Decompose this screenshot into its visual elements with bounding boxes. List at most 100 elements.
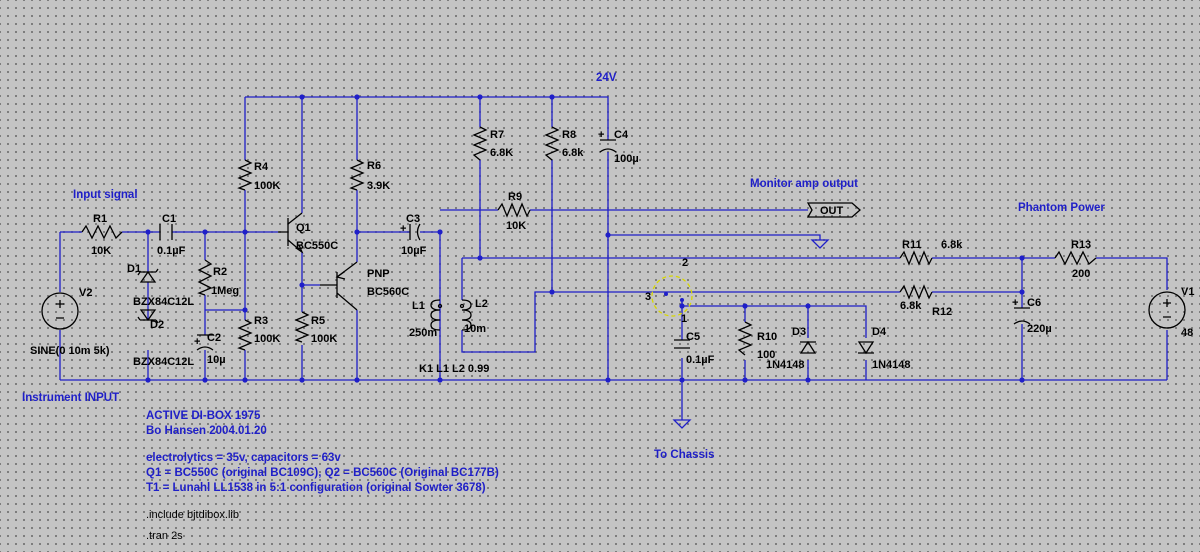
- xlr-pin2: 2: [682, 257, 688, 269]
- q1-ref: Q1: [296, 222, 311, 234]
- source-v2-symbol[interactable]: [41, 292, 79, 330]
- r9-ref: R9: [508, 191, 522, 203]
- directive-tran: .tran 2s: [146, 530, 183, 542]
- v2-value: SINE(0 10m 5k): [30, 345, 110, 357]
- r11-ref: R11: [902, 239, 922, 251]
- diode-d4-symbol[interactable]: [857, 341, 875, 355]
- transistor-q2-symbol[interactable]: [320, 261, 358, 311]
- supply-label: 24V: [596, 72, 617, 84]
- ground-symbol-monitor: [810, 239, 830, 249]
- r7-ref: R7: [490, 129, 504, 141]
- r1-ref: R1: [93, 213, 107, 225]
- xlr-pin3: 3: [645, 291, 651, 303]
- monitor-label: Monitor amp output: [750, 178, 858, 190]
- out-flag[interactable]: [806, 202, 861, 218]
- resistor-r10-symbol[interactable]: [737, 321, 753, 356]
- resistor-r3-symbol[interactable]: [237, 319, 253, 351]
- svg-text:+: +: [1012, 297, 1018, 309]
- input-signal-label: Input signal: [73, 189, 138, 201]
- resistor-r5-symbol[interactable]: [294, 311, 310, 343]
- capacitor-c4-symbol[interactable]: +: [598, 129, 617, 153]
- transistor-q1-symbol[interactable]: [278, 212, 304, 254]
- r3-value: 100K: [254, 333, 280, 345]
- inductor-l1-symbol[interactable]: [430, 299, 443, 331]
- capacitor-c5-symbol[interactable]: [674, 339, 690, 349]
- d4-value: 1N4148: [872, 359, 911, 371]
- r13-value: 200: [1072, 268, 1090, 280]
- note-transformer: T1 = Lunahl LL1538 in 5:1 configuration …: [146, 482, 486, 494]
- c4-value: 100µ: [614, 153, 639, 165]
- r4-value: 100K: [254, 180, 280, 192]
- d3-ref: D3: [792, 326, 806, 338]
- r6-value: 3.9K: [367, 180, 390, 192]
- source-v1-symbol[interactable]: [1148, 291, 1186, 329]
- resistor-r7-symbol[interactable]: [472, 126, 488, 161]
- c6-ref: C6: [1027, 297, 1041, 309]
- resistor-r4-symbol[interactable]: [237, 159, 253, 191]
- q1-value: BC550C: [296, 240, 338, 252]
- out-flag-label: OUT: [820, 205, 844, 217]
- q2-ref: PNP: [367, 268, 390, 280]
- coupling-directive: K1 L1 L2 0.99: [419, 363, 489, 375]
- zener-d2-symbol[interactable]: [137, 309, 159, 324]
- c6-value: 220µ: [1027, 323, 1052, 335]
- r1-value: 10K: [91, 245, 111, 257]
- junctions: [145, 94, 1025, 383]
- note-transistors: Q1 = BC550C (original BC109C), Q2 = BC56…: [146, 467, 499, 479]
- r8-ref: R8: [562, 129, 576, 141]
- instrument-input-label: Instrument INPUT: [22, 392, 119, 404]
- resistor-r11-symbol[interactable]: [899, 250, 933, 266]
- wires: [59, 96, 1168, 420]
- c3-value: 10µF: [401, 245, 427, 257]
- v2-ref: V2: [79, 287, 92, 299]
- capacitor-c2-symbol[interactable]: +: [194, 334, 214, 351]
- capacitor-c3-symbol[interactable]: +: [400, 223, 421, 241]
- chassis-label: To Chassis: [654, 449, 715, 461]
- l1-value: 250m: [409, 327, 437, 339]
- r5-value: 100K: [311, 333, 337, 345]
- c4-ref: C4: [614, 129, 629, 141]
- resistor-r2-symbol[interactable]: [197, 259, 213, 296]
- resistor-r12-symbol[interactable]: [899, 284, 933, 300]
- d3-value: 1N4148: [766, 359, 805, 371]
- d4-ref: D4: [872, 326, 887, 338]
- d1-ref: D1: [127, 263, 141, 275]
- resistor-r6-symbol[interactable]: [349, 159, 365, 191]
- resistor-r1-symbol[interactable]: [81, 224, 123, 240]
- capacitor-c1-symbol[interactable]: [159, 224, 173, 240]
- resistor-r9-symbol[interactable]: [497, 202, 531, 218]
- c2-value: 10µ: [207, 354, 226, 366]
- diode-d3-symbol[interactable]: [799, 340, 817, 354]
- c2-ref: C2: [207, 332, 221, 344]
- r2-value: 1Meg: [211, 285, 239, 297]
- d2-ref: D2: [150, 319, 164, 331]
- svg-text:+: +: [194, 336, 200, 348]
- c3-ref: C3: [406, 213, 420, 225]
- inductor-l2-symbol[interactable]: [459, 299, 472, 331]
- l2-value: 10m: [464, 323, 486, 335]
- zener-d1-symbol[interactable]: [137, 268, 159, 283]
- r8-value: 6.8k: [562, 147, 584, 159]
- xlr-connector-symbol[interactable]: [651, 275, 693, 317]
- d2-value: BZX84C12L: [133, 356, 194, 368]
- resistor-r8-symbol[interactable]: [544, 126, 560, 161]
- chassis-ground-symbol: [672, 419, 692, 429]
- l1-ref: L1: [412, 300, 425, 312]
- r12-value: 6.8k: [900, 300, 922, 312]
- c5-value: 0.1µF: [686, 354, 715, 366]
- phantom-label: Phantom Power: [1018, 202, 1105, 214]
- resistor-r13-symbol[interactable]: [1054, 250, 1097, 266]
- r2-ref: R2: [213, 266, 227, 278]
- capacitor-c6-symbol[interactable]: +: [1012, 297, 1031, 325]
- note-title: ACTIVE DI-BOX 1975: [146, 410, 261, 422]
- note-ratings: electrolytics = 35v, capacitors = 63v: [146, 452, 341, 464]
- d1-value: BZX84C12L: [133, 296, 194, 308]
- r9-value: 10K: [506, 220, 526, 232]
- r10-value: 100: [757, 349, 775, 361]
- svg-text:+: +: [598, 129, 604, 141]
- r5-ref: R5: [311, 315, 325, 327]
- r11-value: 6.8k: [941, 239, 963, 251]
- l2-ref: L2: [475, 298, 488, 310]
- c1-value: 0.1µF: [157, 245, 186, 257]
